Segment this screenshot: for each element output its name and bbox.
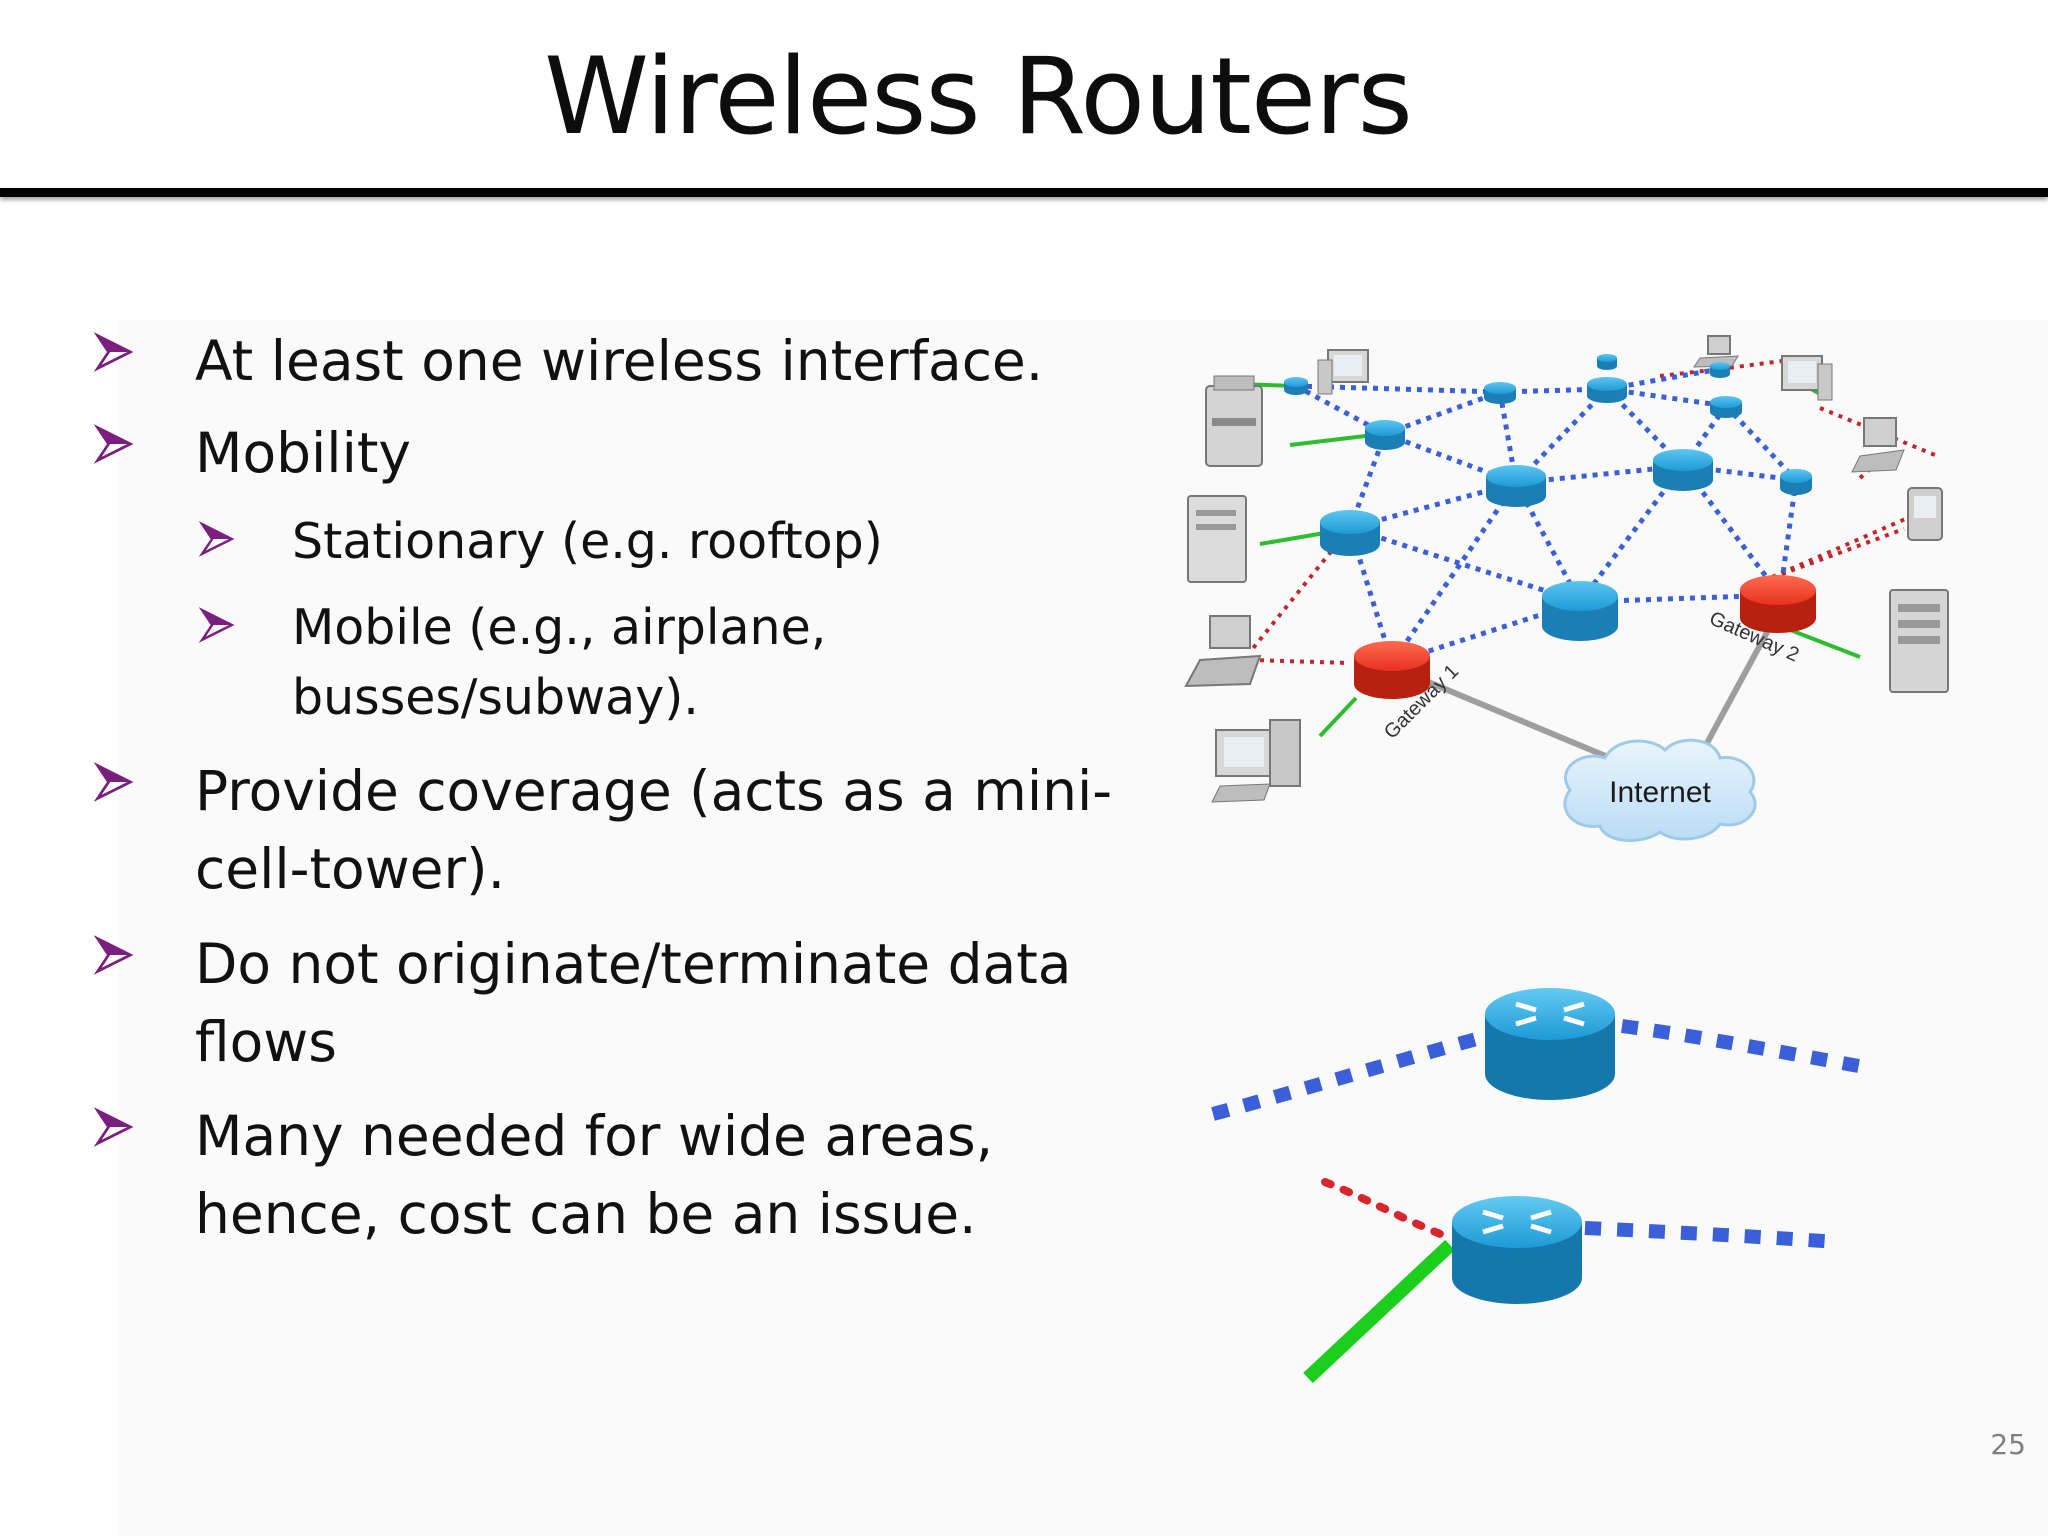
arrow-bullet-icon [198, 607, 235, 643]
router-icon [1780, 469, 1812, 495]
router-icon [1486, 465, 1546, 507]
wired-links [1235, 373, 1861, 738]
router-icon [1710, 362, 1730, 378]
content-background [118, 320, 2048, 1536]
router-icon [1587, 377, 1627, 403]
mesh-network-diagram: Internet Gateway 1 Gateway 2 [1184, 335, 1949, 843]
wireless-link-right [1621, 1019, 1872, 1075]
arrow-bullet-icon [93, 424, 134, 464]
slide-title: Wireless Routers [544, 35, 1413, 158]
pda-device-icon [1907, 487, 1943, 541]
router-icon [1597, 354, 1617, 370]
printer-icon [1205, 375, 1263, 467]
gateway-router-icon [1354, 641, 1430, 699]
bullet-text: Do not originate/terminate data [195, 932, 1072, 996]
wired-link-green [1303, 1239, 1455, 1384]
desktop-tower-icon [1187, 495, 1247, 583]
desktop-computer-icon [1317, 349, 1369, 395]
router-icon [1365, 420, 1405, 450]
bullet-text: cell-tower). [195, 837, 506, 901]
router-icon [1320, 510, 1380, 556]
desktop-computer-icon [1781, 355, 1833, 401]
internet-uplinks [1393, 610, 1781, 763]
client-link-red [1321, 1178, 1454, 1242]
wireless-link-left [1211, 1031, 1482, 1121]
router-icon [1452, 1196, 1582, 1304]
laptop-icon [1184, 615, 1262, 688]
internet-cloud: Internet [1563, 738, 1757, 843]
router-icon [1542, 581, 1618, 641]
arrow-bullet-icon [93, 332, 134, 372]
router-icon [1284, 377, 1308, 395]
arrow-bullet-icon [93, 762, 134, 802]
mesh-routers [1284, 354, 1816, 699]
arrow-bullet-icon [198, 521, 235, 557]
bullet-text: Stationary (e.g. rooftop) [292, 513, 883, 570]
arrow-bullet-icon [93, 1107, 134, 1147]
internet-label: Internet [1609, 776, 1711, 809]
bullet-text: flows [195, 1010, 337, 1074]
bullet-text: At least one wireless interface. [195, 329, 1044, 393]
router-icon [1653, 449, 1713, 491]
bullet-text: Mobility [195, 421, 411, 485]
bullet-text: Many needed for wide areas, [195, 1104, 994, 1168]
arrow-bullet-icon [93, 935, 134, 975]
bullet-text: busses/subway). [292, 669, 699, 726]
router-closeup-diagram [1211, 988, 1872, 1384]
bullet-text: Mobile (e.g., airplane, [292, 599, 827, 656]
title-divider [0, 188, 2048, 197]
desktop-computer-icon [1211, 719, 1301, 803]
server-tower-icon [1889, 589, 1949, 693]
wireless-link-right [1584, 1221, 1839, 1249]
router-icon [1484, 382, 1516, 404]
gateway-router-icon [1740, 575, 1816, 633]
bullet-text: Provide coverage (acts as a mini- [195, 759, 1113, 823]
laptop-icon [1851, 417, 1905, 473]
page-number: 25 [1990, 1428, 2026, 1461]
router-icon [1710, 396, 1742, 418]
bullet-text: hence, cost can be an issue. [195, 1182, 977, 1246]
router-icon [1485, 988, 1615, 1100]
